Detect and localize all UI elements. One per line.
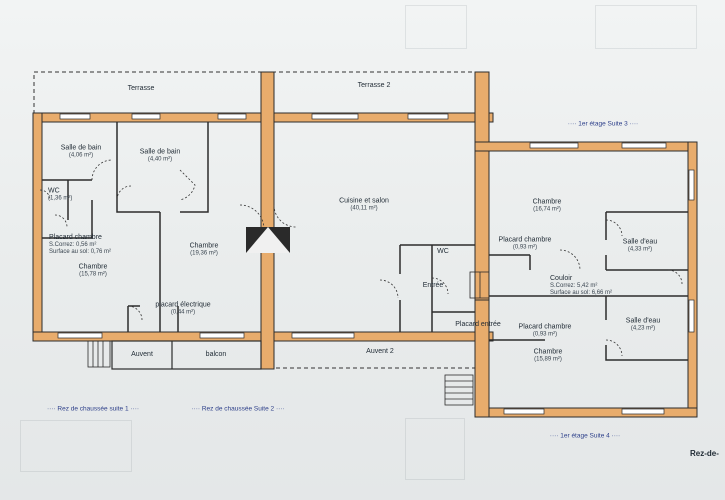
label-salle-deau-1: Salle d'eau (4,33 m²) [623, 239, 657, 254]
caption-text: Rez de chaussée Suite 2 [201, 405, 275, 413]
room-name: Chambre [189, 242, 219, 250]
room-name: Salle de bain [60, 144, 102, 152]
background-sketch [20, 420, 132, 472]
room-name: Salle d'eau [622, 238, 658, 246]
room-name: WC [48, 187, 60, 195]
background-sketch [595, 5, 697, 49]
label-wc-2: WC [437, 247, 449, 255]
caption-text: 1er étage Suite 3 [578, 120, 628, 128]
stairs [87, 271, 490, 406]
label-chambre-1: Chambre (15,78 m²) [79, 264, 108, 279]
window-marks [57, 113, 695, 415]
room-detail: S.Correz: 0,56 m² [49, 242, 97, 249]
caption-rdc-suite-2: ···· Rez de chaussée Suite 2 ···· [191, 405, 285, 413]
interior-walls [42, 122, 688, 361]
background-sketch [405, 418, 465, 480]
label-couloir: Couloir S.Correz: 5,42 m² Surface au sol… [550, 275, 612, 297]
label-terrasse-2: Terrasse 2 [357, 81, 391, 89]
room-area: (16,74 m²) [533, 206, 561, 213]
room-area: (0,93 m²) [532, 331, 558, 338]
room-area: (4,23 m²) [630, 325, 656, 332]
label-wc-1: WC (1,36 m²) [48, 188, 72, 203]
label-placard-chambre-3: Placard chambre (0,93 m²) [499, 237, 552, 252]
room-area: (40,11 m²) [350, 205, 378, 212]
label-entree: Entrée [422, 281, 444, 289]
room-area: (19,36 m²) [190, 250, 218, 257]
label-auvent: Auvent [131, 350, 153, 358]
wall-suite4-left [474, 299, 490, 418]
label-salle-de-bain-2: Salle de bain (4,40 m²) [140, 149, 180, 164]
background-sketch [405, 5, 467, 49]
corner-caption: Rez-de- [690, 449, 719, 458]
label-salle-deau-2: Salle d'eau (4,23 m²) [626, 318, 660, 333]
label-salle-de-bain-1: Salle de bain (4,06 m²) [61, 145, 101, 160]
caption-etage-suite-4: ···· 1er étage Suite 4 ···· [549, 432, 621, 440]
room-name: Chambre [78, 263, 108, 271]
room-area: (15,78 m²) [79, 271, 107, 278]
label-terrasse: Terrasse [127, 84, 155, 92]
caption-rdc-suite-1: ···· Rez de chaussée suite 1 ···· [46, 405, 140, 413]
room-name: placard électrique [155, 301, 211, 309]
room-name: Salle de bain [139, 148, 181, 156]
door-swings [39, 159, 683, 357]
room-area: (4,06 m²) [68, 152, 94, 159]
room-detail: Surface au sol: 6,66 m² [550, 290, 613, 297]
room-area: (1,36 m²) [48, 195, 73, 202]
room-name: Chambre [533, 348, 563, 356]
label-placard-entree: Placard entrée [455, 320, 501, 328]
room-area: (4,40 m²) [147, 156, 173, 163]
label-chambre-4: Chambre (15,89 m²) [534, 349, 563, 364]
room-name: Placard chambre [498, 236, 552, 244]
room-area: (0,93 m²) [512, 244, 538, 251]
label-placard-chambre-4: Placard chambre (0,93 m²) [519, 324, 572, 339]
room-name: Couloir [550, 275, 573, 283]
room-area: (15,89 m²) [534, 356, 562, 363]
room-name: Salle d'eau [625, 317, 661, 325]
room-area: (0,44 m²) [170, 309, 196, 316]
label-chambre-2: Chambre (19,36 m²) [190, 243, 219, 258]
room-detail: Surface au sol: 0,76 m² [49, 249, 112, 256]
label-placard-electrique: placard électrique (0,44 m²) [155, 302, 210, 317]
room-name: Chambre [532, 198, 562, 206]
label-placard-chambre-1: Placard chambre S.Correz: 0,56 m² Surfac… [49, 234, 111, 256]
caption-text: Rez de chaussée suite 1 [57, 405, 129, 413]
balcony-strip [111, 340, 262, 370]
room-name: Cuisine et salon [339, 197, 389, 205]
label-balcon: balcon [205, 350, 227, 358]
room-detail: S.Correz: 5,42 m² [550, 283, 598, 290]
chimney [246, 227, 290, 253]
room-name: Placard chambre [49, 234, 102, 242]
label-chambre-3: Chambre (16,74 m²) [533, 199, 562, 214]
label-cuisine-salon: Cuisine et salon (40,11 m²) [339, 198, 389, 213]
label-auvent-2: Auvent 2 [366, 347, 394, 355]
room-name: Placard chambre [518, 323, 572, 331]
caption-etage-suite-3: ···· 1er étage Suite 3 ···· [567, 120, 639, 128]
room-area: (4,33 m²) [627, 246, 653, 253]
caption-text: 1er étage Suite 4 [560, 432, 610, 440]
wall-left [32, 112, 43, 342]
walls [32, 71, 698, 418]
wall-center-column [260, 71, 275, 370]
